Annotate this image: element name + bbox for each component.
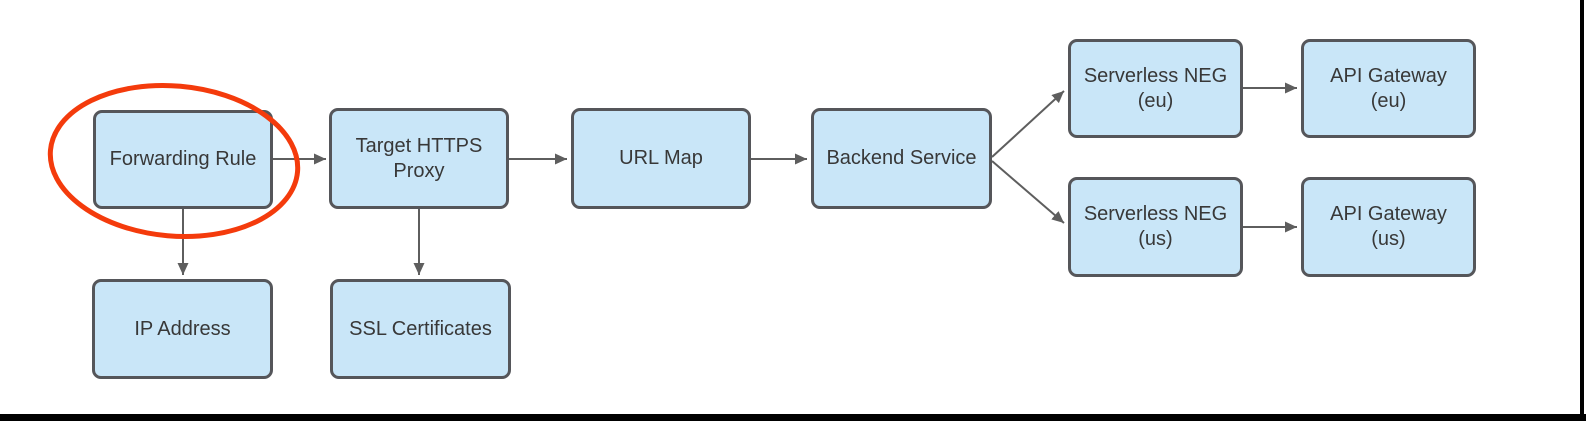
node-forwarding-rule: Forwarding Rule: [93, 110, 273, 209]
node-ip-address: IP Address: [92, 279, 273, 379]
node-backend-service: Backend Service: [811, 108, 992, 209]
node-serverless-neg-eu: Serverless NEG (eu): [1068, 39, 1243, 138]
node-api-gateway-us: API Gateway (us): [1301, 177, 1476, 277]
edge-backend-service-to-serverless-neg-eu: [991, 90, 1065, 158]
page-border-bottom: [0, 414, 1586, 421]
node-serverless-neg-us: Serverless NEG (us): [1068, 177, 1243, 277]
page-border-right: [1580, 0, 1584, 421]
node-url-map: URL Map: [571, 108, 751, 209]
node-ssl-certificates: SSL Certificates: [330, 279, 511, 379]
node-target-https-proxy: Target HTTPS Proxy: [329, 108, 509, 209]
edge-backend-service-to-serverless-neg-us: [991, 160, 1065, 224]
node-api-gateway-eu: API Gateway (eu): [1301, 39, 1476, 138]
